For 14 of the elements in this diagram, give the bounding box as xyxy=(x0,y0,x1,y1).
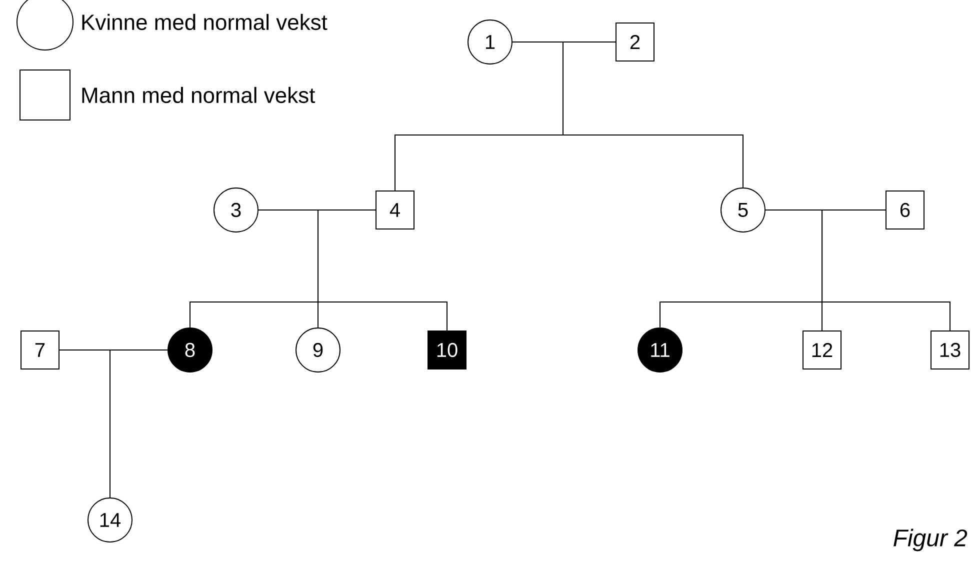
male-square: 7 xyxy=(20,330,60,370)
affected-male-square: 10 xyxy=(428,330,466,370)
descent-line xyxy=(822,210,950,331)
caption: Figur 2 xyxy=(894,528,968,552)
descent-line xyxy=(110,350,168,498)
male-square: 6 xyxy=(886,190,924,230)
descent-line xyxy=(318,210,448,331)
legend-text: Mann med normal vekst xyxy=(82,86,316,104)
male-square: 12 xyxy=(802,330,842,370)
male-square: 4 xyxy=(376,190,414,230)
male-square: 13 xyxy=(930,330,970,370)
legend-text: Kvinne med normal vekst xyxy=(82,14,328,30)
male-square: 2 xyxy=(616,22,654,62)
descent-line xyxy=(562,42,744,188)
